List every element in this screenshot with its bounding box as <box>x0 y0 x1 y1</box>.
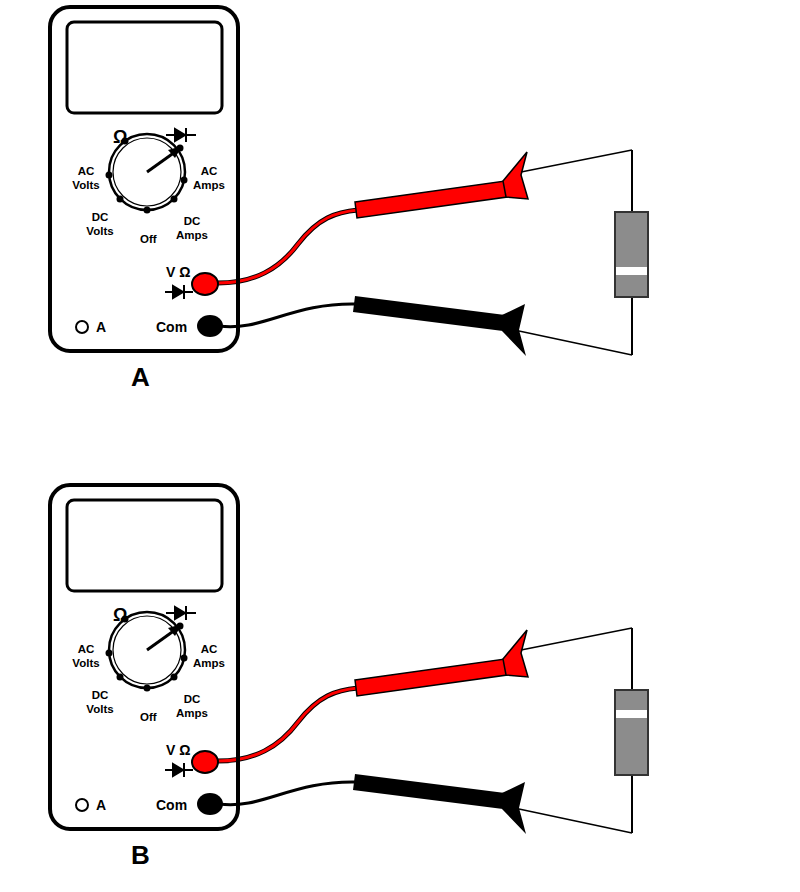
range-label: DC Amps <box>170 692 214 720</box>
range-label: AC Volts <box>64 642 108 670</box>
meter-a <box>67 22 528 356</box>
multimeter-body: ΩAC Volts AC Amps DC VoltsOff DC Amps V Ω A Co… <box>48 5 240 353</box>
panel-caption: A <box>131 363 150 393</box>
range-label: AC Volts <box>64 164 108 192</box>
jack-label: A <box>96 797 106 813</box>
diode-b <box>519 628 648 833</box>
multimeter-body: ΩAC Volts AC Amps DC VoltsOff DC Amps V Ω A Co… <box>48 483 240 831</box>
jack-label: Com <box>156 319 187 335</box>
diode-a <box>519 150 648 355</box>
range-label: AC Amps <box>187 164 231 192</box>
jack-label: Com <box>156 797 187 813</box>
panel-caption: B <box>131 841 150 871</box>
range-label: DC Amps <box>170 214 214 242</box>
range-label: Off <box>140 233 157 246</box>
meter-b <box>67 500 528 834</box>
range-label: Off <box>140 711 157 724</box>
jack-label: V Ω <box>166 264 190 280</box>
ohm-label: Ω <box>113 605 127 626</box>
range-label: AC Amps <box>187 642 231 670</box>
range-label: DC Volts <box>78 210 122 238</box>
range-label: DC Volts <box>78 688 122 716</box>
jack-label: A <box>96 319 106 335</box>
ohm-label: Ω <box>113 127 127 148</box>
jack-label: V Ω <box>166 742 190 758</box>
